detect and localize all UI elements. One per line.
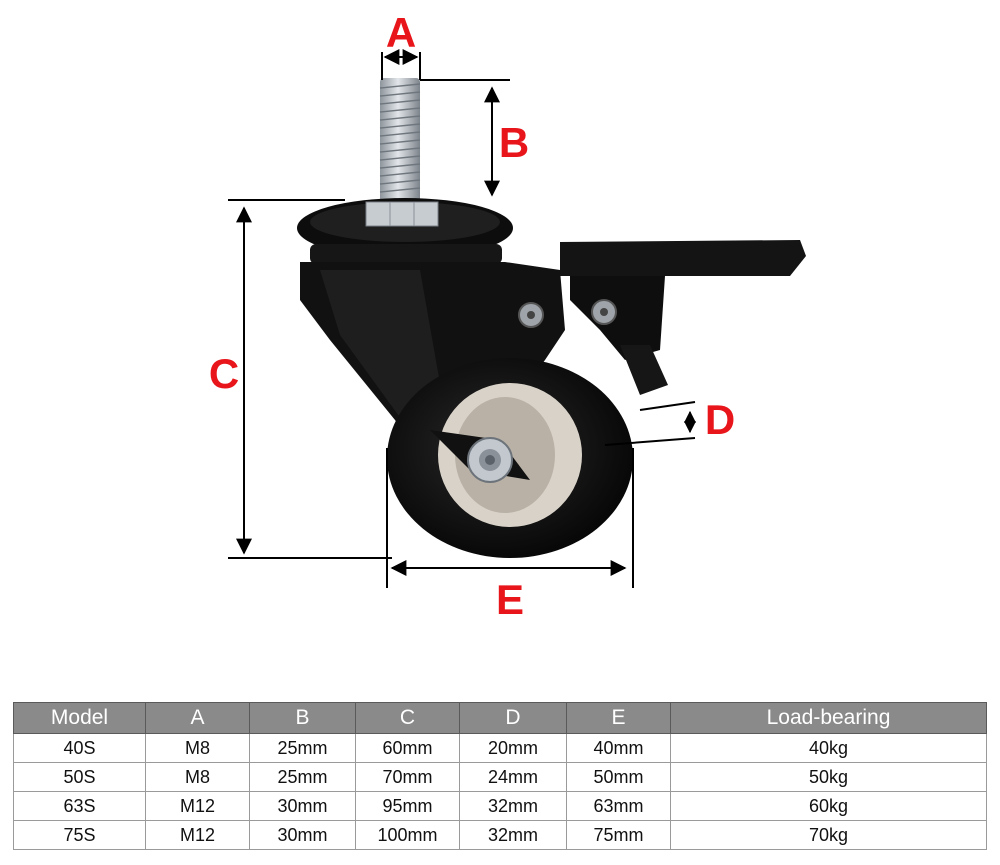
cell-e: 75mm: [566, 820, 671, 850]
cell-model: 50S: [13, 762, 146, 792]
dimension-label-a: A: [386, 9, 416, 56]
cell-b: 25mm: [249, 762, 356, 792]
table-header-row: Model A B C D E Load-bearing: [13, 702, 987, 734]
cell-e: 50mm: [566, 762, 671, 792]
specification-table: Model A B C D E Load-bearing 40S M8 25mm…: [13, 702, 987, 850]
header-a: A: [145, 702, 250, 734]
caster-wheel-image: [297, 78, 806, 558]
cell-d: 32mm: [459, 791, 567, 821]
cell-b: 25mm: [249, 733, 356, 763]
cell-load-bearing: 50kg: [670, 762, 987, 792]
table-row: 75S M12 30mm 100mm 32mm 75mm 70kg: [13, 820, 987, 850]
cell-b: 30mm: [249, 820, 356, 850]
hex-nut: [365, 201, 439, 227]
cell-d: 20mm: [459, 733, 567, 763]
cell-e: 63mm: [566, 791, 671, 821]
caster-dimension-diagram: A B C D E: [209, 9, 806, 623]
table-row: 40S M8 25mm 60mm 20mm 40mm 40kg: [13, 733, 987, 763]
threaded-stem: [379, 78, 421, 206]
cell-load-bearing: 60kg: [670, 791, 987, 821]
cell-a: M8: [145, 733, 250, 763]
brake-lever: [560, 240, 806, 276]
header-load-bearing: Load-bearing: [670, 702, 987, 734]
cell-c: 100mm: [355, 820, 460, 850]
cell-a: M12: [145, 791, 250, 821]
cell-b: 30mm: [249, 791, 356, 821]
cell-d: 24mm: [459, 762, 567, 792]
cell-model: 75S: [13, 820, 146, 850]
cell-model: 63S: [13, 791, 146, 821]
dimension-label-e: E: [496, 576, 524, 623]
header-d: D: [459, 702, 567, 734]
cell-c: 70mm: [355, 762, 460, 792]
cell-load-bearing: 40kg: [670, 733, 987, 763]
cell-model: 40S: [13, 733, 146, 763]
cell-c: 95mm: [355, 791, 460, 821]
table-row: 63S M12 30mm 95mm 32mm 63mm 60kg: [13, 791, 987, 821]
dimension-label-d: D: [705, 396, 735, 443]
header-model: Model: [13, 702, 146, 734]
header-b: B: [249, 702, 356, 734]
cell-c: 60mm: [355, 733, 460, 763]
cell-a: M8: [145, 762, 250, 792]
dimension-label-b: B: [499, 119, 529, 166]
cell-d: 32mm: [459, 820, 567, 850]
cell-load-bearing: 70kg: [670, 820, 987, 850]
header-e: E: [566, 702, 671, 734]
dimension-lines: [228, 49, 696, 588]
cell-e: 40mm: [566, 733, 671, 763]
cell-a: M12: [145, 820, 250, 850]
table-row: 50S M8 25mm 70mm 24mm 50mm 50kg: [13, 762, 987, 792]
header-c: C: [355, 702, 460, 734]
dimension-label-c: C: [209, 350, 239, 397]
